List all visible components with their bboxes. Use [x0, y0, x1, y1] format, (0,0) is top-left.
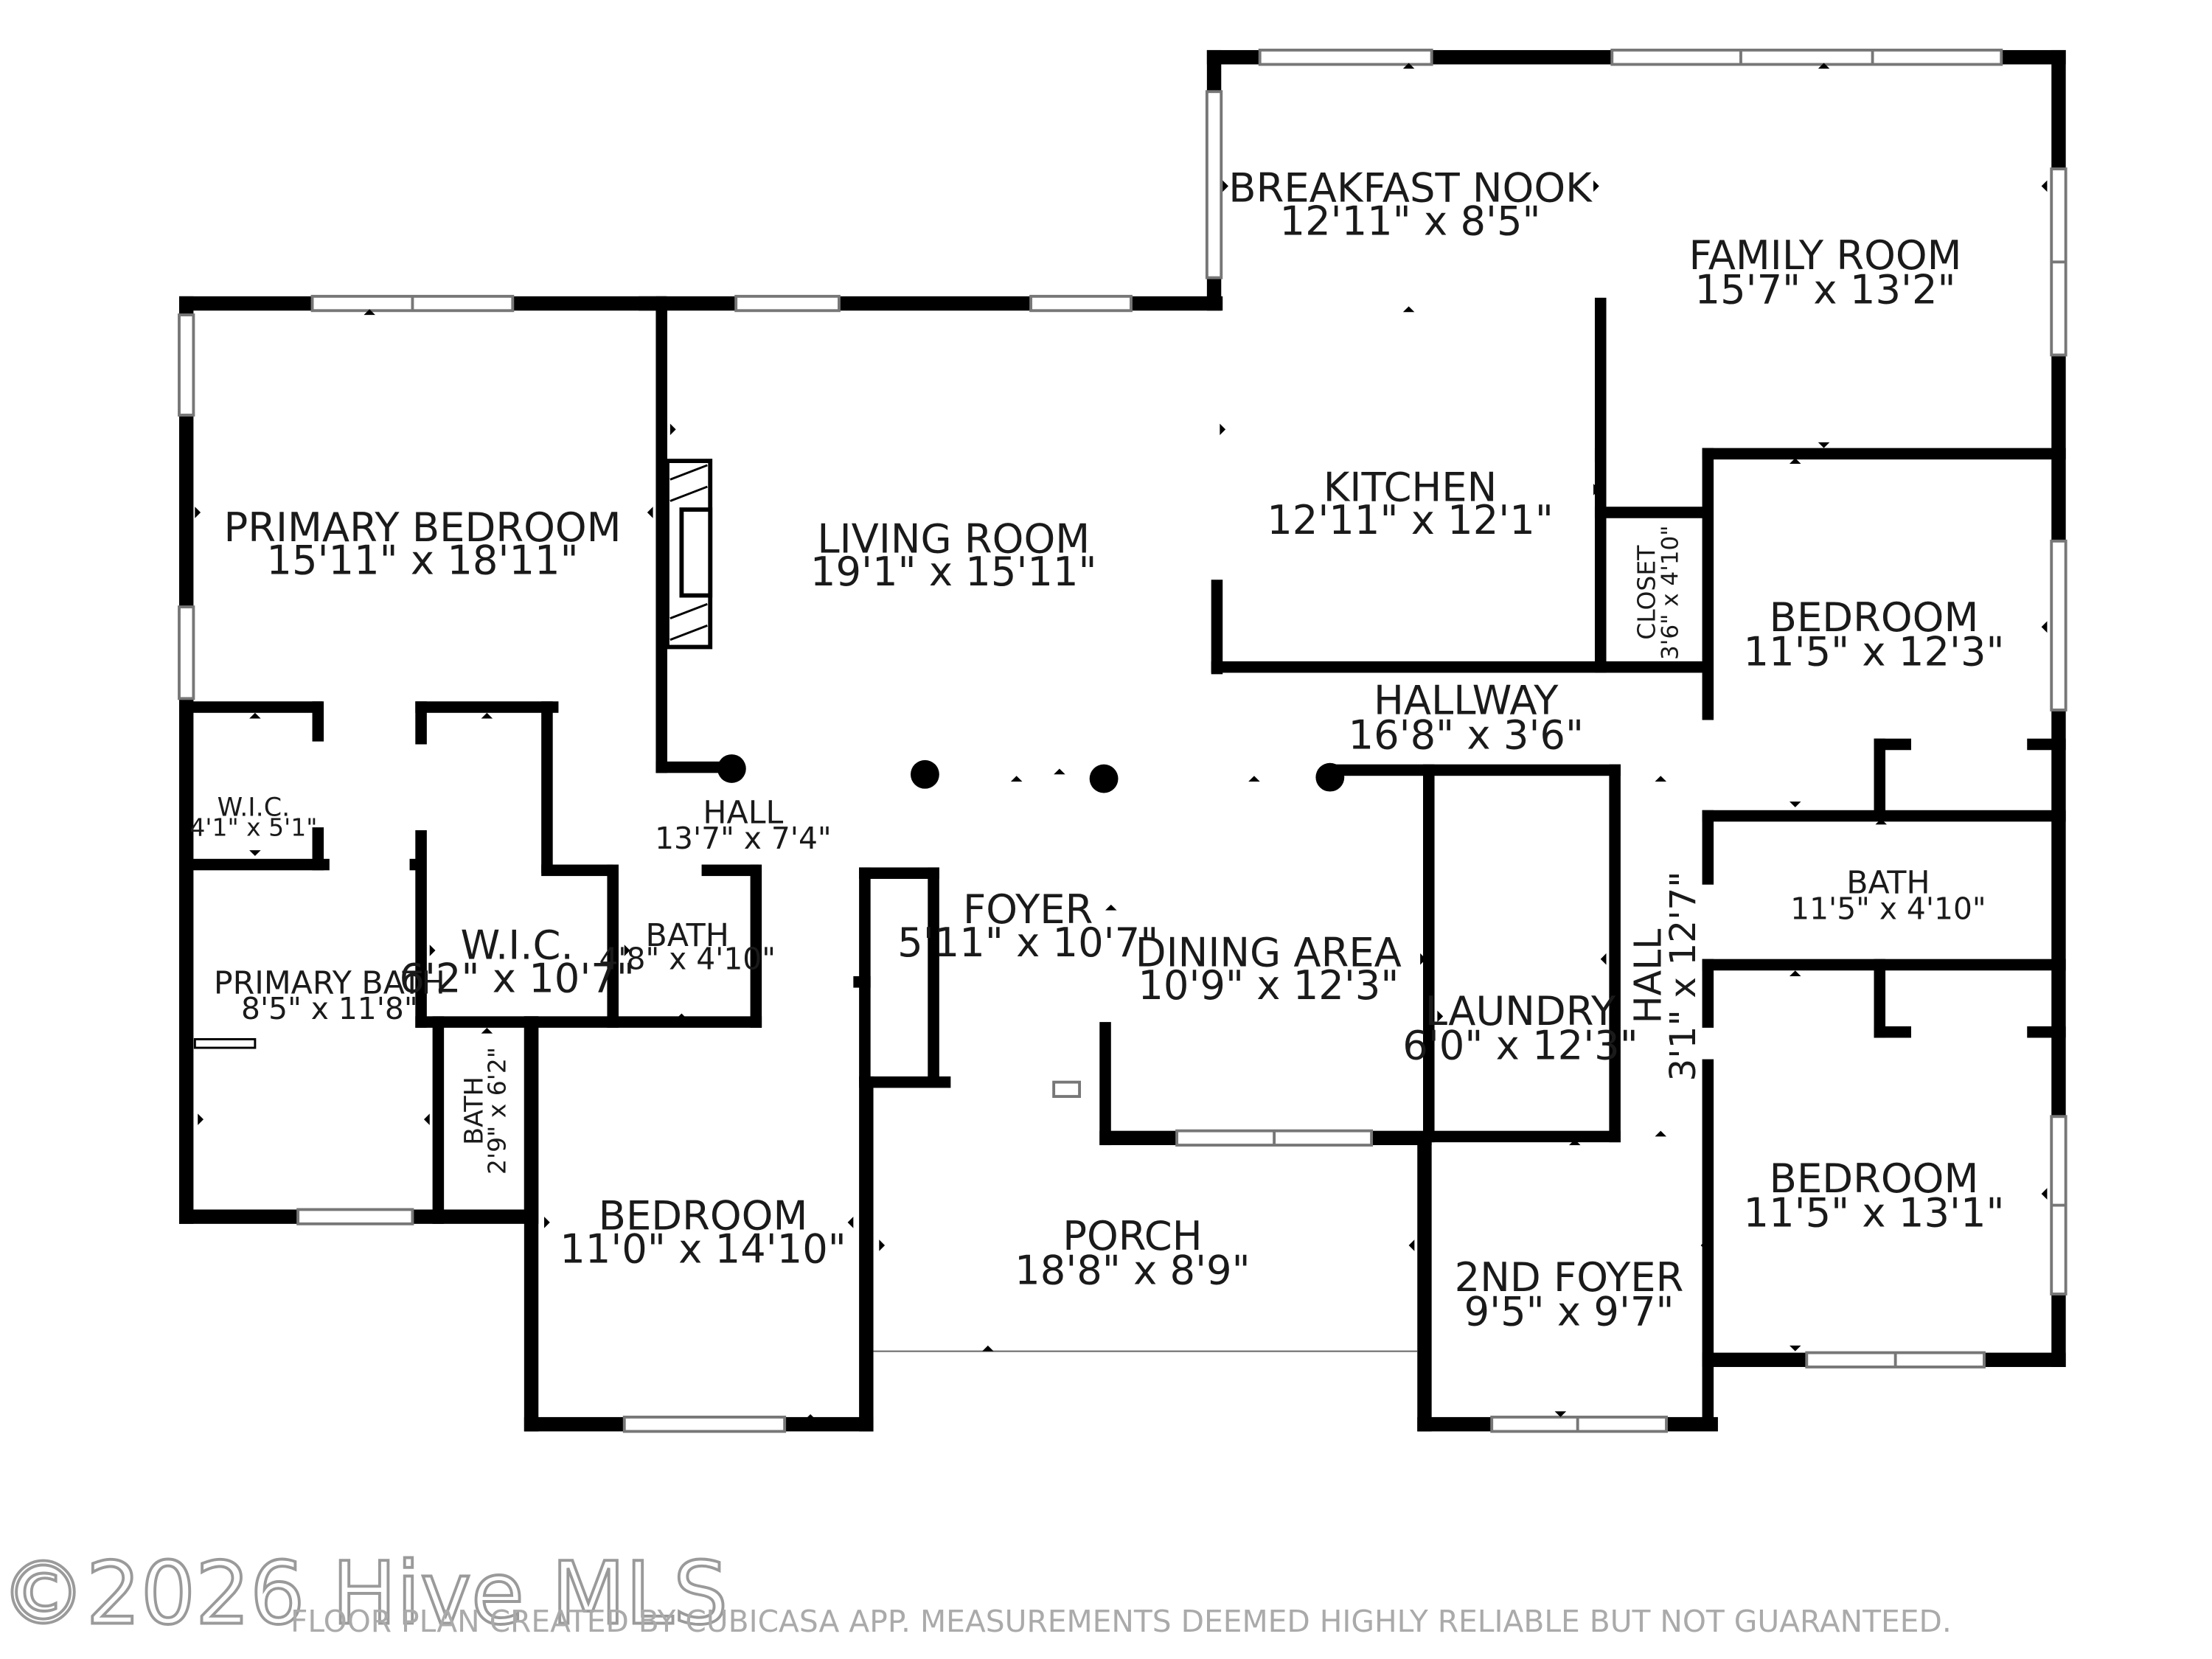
room-labels: BREAKFAST NOOK 12'11" x 8'5" FAMILY ROOM…	[189, 165, 2004, 1335]
wic-dims: 6'2" x 10'7"	[399, 955, 634, 1001]
bath-mid-dims: 4'8" x 4'10"	[599, 941, 776, 976]
family-room-dims: 15'7" x 13'2"	[1695, 267, 1956, 313]
bath-small-label-group: BATH 2'9" x 6'2"	[460, 1047, 512, 1175]
columns	[717, 754, 1345, 793]
hall-east-dims: 3'1" x 12'7"	[1663, 871, 1704, 1081]
living-room-label: LIVING ROOM	[817, 515, 1090, 562]
dimension-markers	[195, 63, 2048, 1420]
dining-area-label: DINING AREA	[1135, 929, 1402, 975]
primary-bedroom-dims: 15'11" x 18'11"	[266, 537, 578, 583]
primary-bath-dims: 8'5" x 11'8"	[241, 991, 418, 1026]
bath-mid-label: BATH	[645, 917, 728, 954]
closet-dims: 3'6" x 4'10"	[1658, 525, 1684, 660]
wic-small-label: W.I.C.	[218, 793, 291, 823]
second-foyer-dims: 9'5" x 9'7"	[1464, 1289, 1674, 1335]
foyer-label: FOYER	[963, 886, 1093, 933]
laundry-label: LAUNDRY	[1425, 988, 1616, 1034]
disclaimer: FLOOR PLAN CREATED BY CUBICASA APP. MEAS…	[291, 1604, 1952, 1639]
kitchen-label: KITCHEN	[1324, 464, 1497, 510]
hall-west-label: HALL	[703, 794, 783, 831]
wic-label: W.I.C.	[460, 922, 573, 969]
laundry-dims: 6'0" x 12'3"	[1402, 1023, 1638, 1069]
shower-bench	[193, 1037, 257, 1049]
porch-label: PORCH	[1062, 1213, 1202, 1259]
bedroom-ne-label: BEDROOM	[1770, 594, 1979, 641]
primary-bath-label: PRIMARY BATH	[214, 964, 445, 1001]
kitchen-dims: 12'11" x 12'1"	[1267, 497, 1554, 543]
breakfast-nook-label: BREAKFAST NOOK	[1228, 165, 1593, 212]
hallway-label: HALLWAY	[1374, 678, 1559, 724]
bedroom-ne-dims: 11'5" x 12'3"	[1744, 629, 2005, 675]
watermark: ©2026 Hive MLS	[0, 1544, 728, 1644]
wic-small-dims: 4'1" x 5'1"	[189, 813, 317, 842]
second-foyer-label: 2ND FOYER	[1455, 1254, 1684, 1301]
hall-east-label-group: HALL 3'1" x 12'7"	[1626, 871, 1704, 1081]
foyer-dims: 5'11" x 10'7"	[897, 919, 1158, 966]
bath-small-label: BATH	[460, 1077, 490, 1145]
bedroom-se-label: BEDROOM	[1770, 1155, 1979, 1202]
hallway-dims: 16'8" x 3'6"	[1349, 712, 1584, 758]
dining-area-dims: 10'9" x 12'3"	[1138, 962, 1399, 1009]
family-room-label: FAMILY ROOM	[1688, 232, 1961, 279]
bath-small-dims: 2'9" x 6'2"	[483, 1047, 512, 1175]
living-room-dims: 19'1" x 15'11"	[810, 549, 1097, 595]
hall-west-dims: 13'7" x 7'4"	[655, 821, 832, 856]
fireplace	[665, 459, 713, 650]
primary-bedroom-label: PRIMARY BEDROOM	[223, 504, 621, 551]
windows	[178, 49, 2067, 1433]
bedroom-s-label: BEDROOM	[599, 1193, 808, 1239]
breakfast-nook-dims: 12'11" x 8'5"	[1280, 198, 1541, 244]
closet-label-group: CLOSET 3'6" x 4'10"	[1632, 525, 1683, 660]
hall-east-label: HALL	[1626, 929, 1669, 1024]
bath-east-dims: 11'5" x 4'10"	[1790, 891, 1986, 926]
bedroom-se-dims: 11'5" x 13'1"	[1744, 1190, 2005, 1237]
closet-label: CLOSET	[1632, 545, 1660, 640]
porch-dims: 18'8" x 8'9"	[1015, 1247, 1250, 1293]
bedroom-s-dims: 11'0" x 14'10"	[560, 1225, 846, 1272]
bath-east-label: BATH	[1846, 864, 1930, 901]
